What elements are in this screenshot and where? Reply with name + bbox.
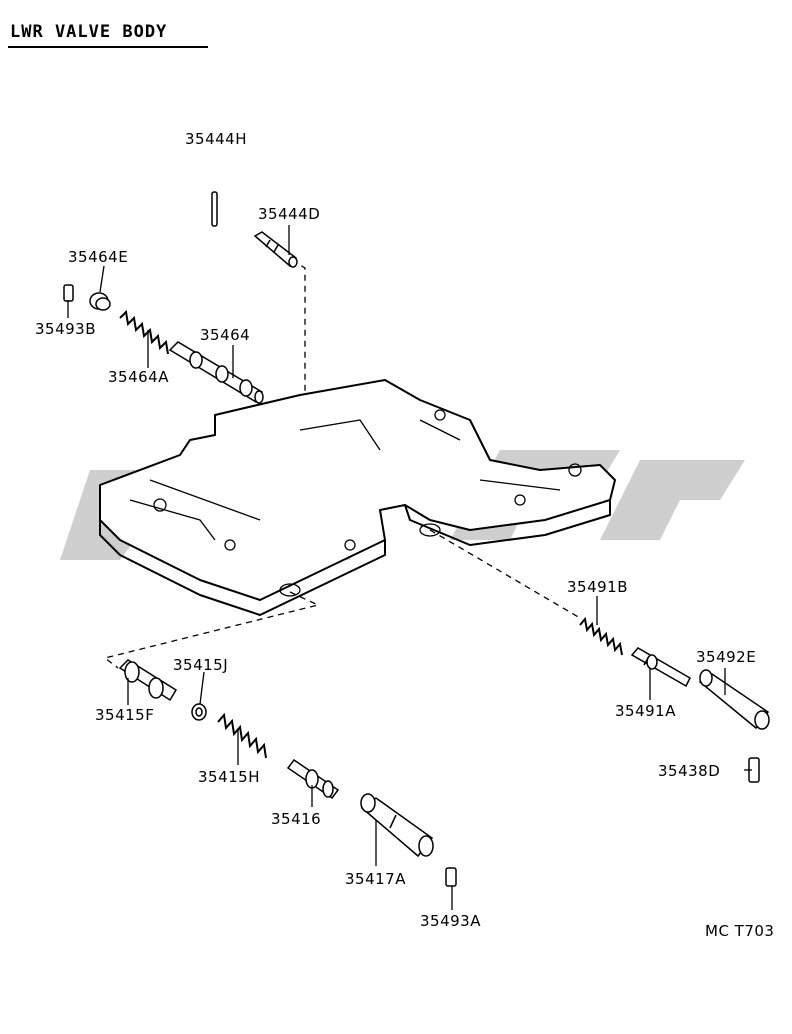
label-35415H: 35415H	[198, 768, 260, 786]
label-35493A: 35493A	[420, 912, 481, 930]
label-35415J: 35415J	[173, 656, 229, 674]
label-35415F: 35415F	[95, 706, 155, 724]
label-35464E: 35464E	[68, 248, 129, 266]
label-35444H: 35444H	[185, 130, 247, 148]
label-35416: 35416	[271, 810, 322, 828]
label-35464A: 35464A	[108, 368, 169, 386]
label-35493B: 35493B	[35, 320, 97, 338]
label-35491A: 35491A	[615, 702, 676, 720]
label-leader-lines	[67, 225, 752, 910]
part-35464A-spring	[119, 309, 169, 355]
lower-valve-body-plate	[99, 379, 616, 616]
label-35464: 35464	[200, 326, 251, 344]
part-35491A-valve	[630, 647, 691, 688]
part-35464-valve	[168, 341, 264, 404]
title-underline	[8, 46, 208, 48]
part-35493A-pin	[445, 867, 457, 887]
label-35444D: 35444D	[258, 205, 321, 223]
part-35464E-plug	[89, 292, 111, 311]
diagram-code: MC T703	[705, 922, 775, 940]
part-35415F-valve	[118, 659, 178, 702]
diagram-title: LWR VALVE BODY	[10, 22, 168, 42]
label-35417A: 35417A	[345, 870, 406, 888]
label-35491B: 35491B	[567, 578, 629, 596]
part-35415J-washer	[191, 703, 207, 721]
part-35493B-pin	[63, 284, 74, 302]
part-35415H-spring	[217, 712, 267, 759]
part-35444D-valve	[253, 231, 298, 268]
part-35492E-sleeve	[698, 669, 770, 730]
part-35444H-pin	[211, 191, 218, 227]
part-35417A-sleeve	[360, 793, 434, 858]
part-35491B-spring	[579, 616, 623, 656]
label-35492E: 35492E	[696, 648, 757, 666]
label-35438D: 35438D	[658, 762, 721, 780]
part-35416-valve	[286, 758, 340, 800]
